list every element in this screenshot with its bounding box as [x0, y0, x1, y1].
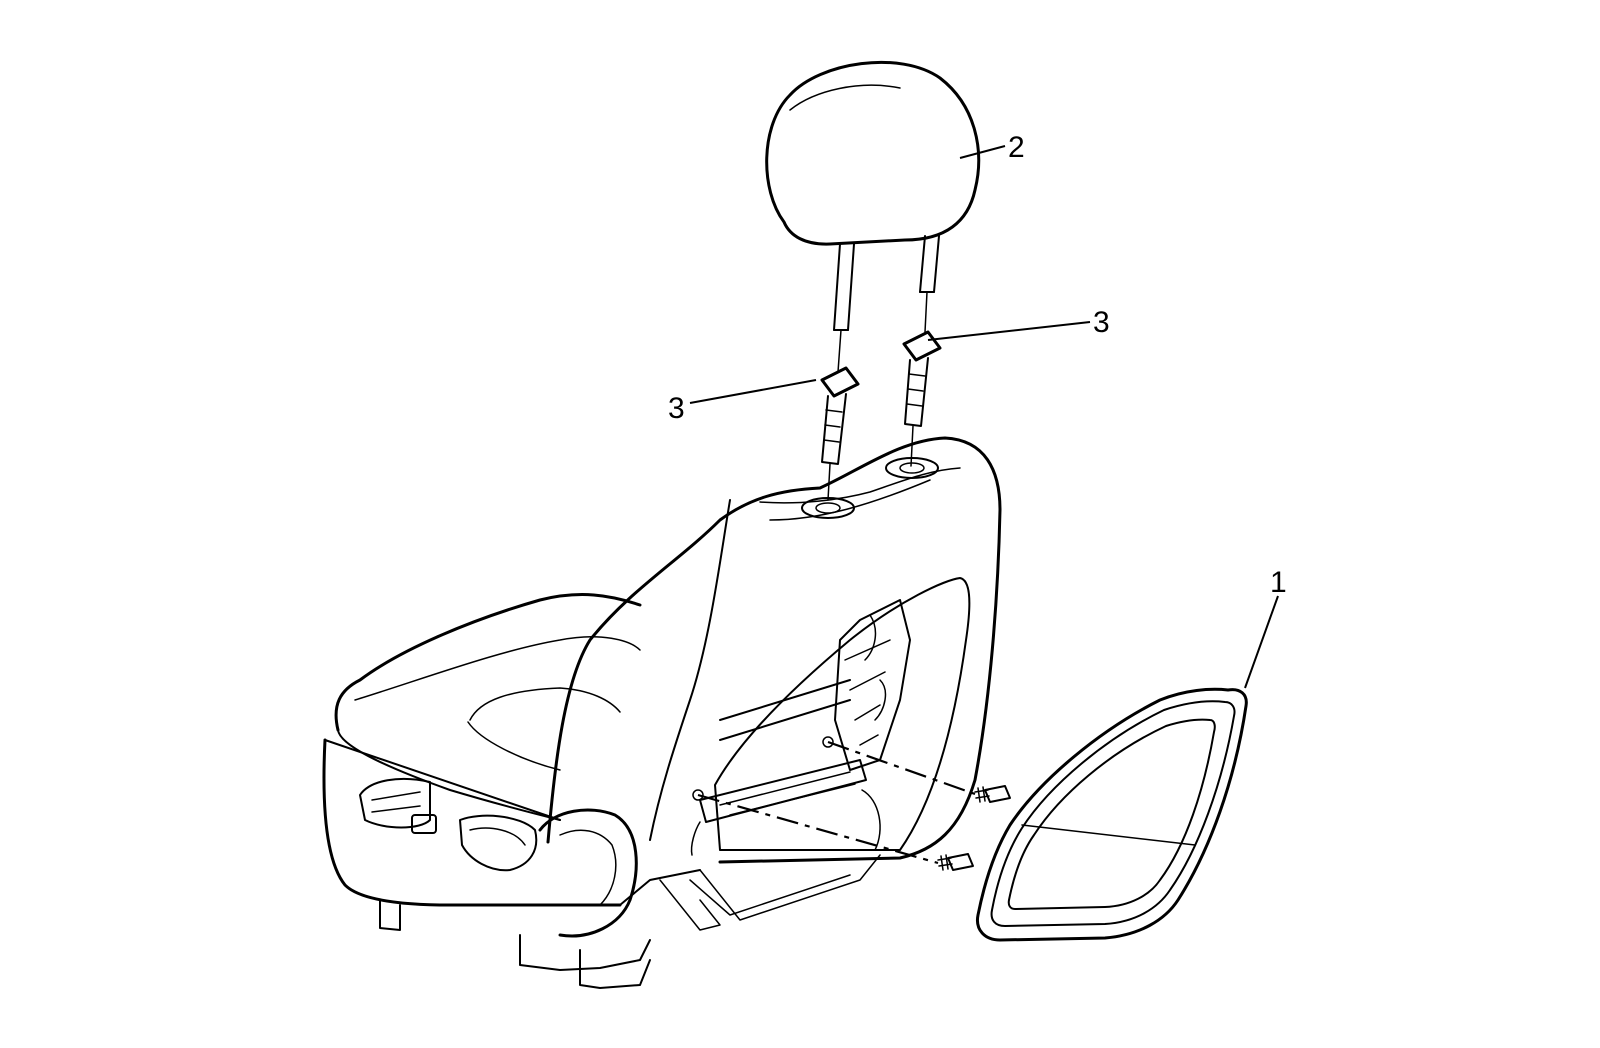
recliner-handle — [459, 814, 538, 872]
seat-back-panel — [975, 687, 1248, 942]
headrest-post-left — [833, 243, 855, 331]
callout-1-label: 1 — [1270, 566, 1287, 599]
callout-3-right: 3 — [927, 306, 1110, 341]
seat-adjust-control — [359, 777, 431, 829]
bolt-upper — [974, 785, 1011, 803]
headrest — [765, 60, 981, 373]
seat-back — [546, 436, 1002, 864]
headrest-socket-right — [885, 457, 939, 479]
callout-3-right-label: 3 — [1093, 306, 1110, 339]
headrest-socket-left — [801, 497, 855, 519]
headrest-post-right — [919, 235, 940, 293]
lumbar-switch — [411, 814, 437, 834]
seat-cushion — [322, 593, 881, 989]
headrest-guide-left — [820, 366, 860, 501]
callout-2-label: 2 — [1008, 131, 1025, 164]
bolt-lower-axis — [697, 793, 939, 865]
callout-3-left: 3 — [668, 379, 817, 425]
callout-3-left-label: 3 — [668, 392, 685, 425]
callout-1: 1 — [1244, 566, 1287, 689]
headrest-guide-right — [902, 330, 942, 467]
callout-2: 2 — [959, 131, 1025, 164]
bolt-upper-axis — [827, 740, 976, 796]
bolt-lower — [937, 853, 974, 871]
